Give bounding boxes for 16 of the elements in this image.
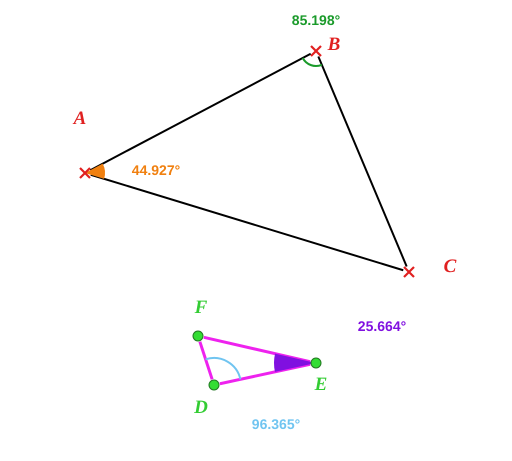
line-segment [90, 52, 312, 172]
vertex-label: A [74, 108, 86, 129]
vertex-label: C [444, 256, 456, 277]
vertex-label: F [194, 297, 208, 318]
line-segment [90, 174, 404, 272]
angle-measure: 85.198° [292, 12, 340, 28]
line-segment [198, 341, 214, 380]
vertex-label: E [314, 374, 328, 395]
angle-measure: 96.365° [252, 416, 300, 432]
line-segment [204, 336, 310, 364]
line-segment [220, 362, 310, 386]
vertex-label: D [194, 397, 208, 418]
angle-measure: 25.664° [358, 318, 406, 334]
line-segment [317, 56, 408, 267]
vertex-label: B [328, 34, 340, 55]
angle-measure: 44.927° [132, 162, 180, 178]
